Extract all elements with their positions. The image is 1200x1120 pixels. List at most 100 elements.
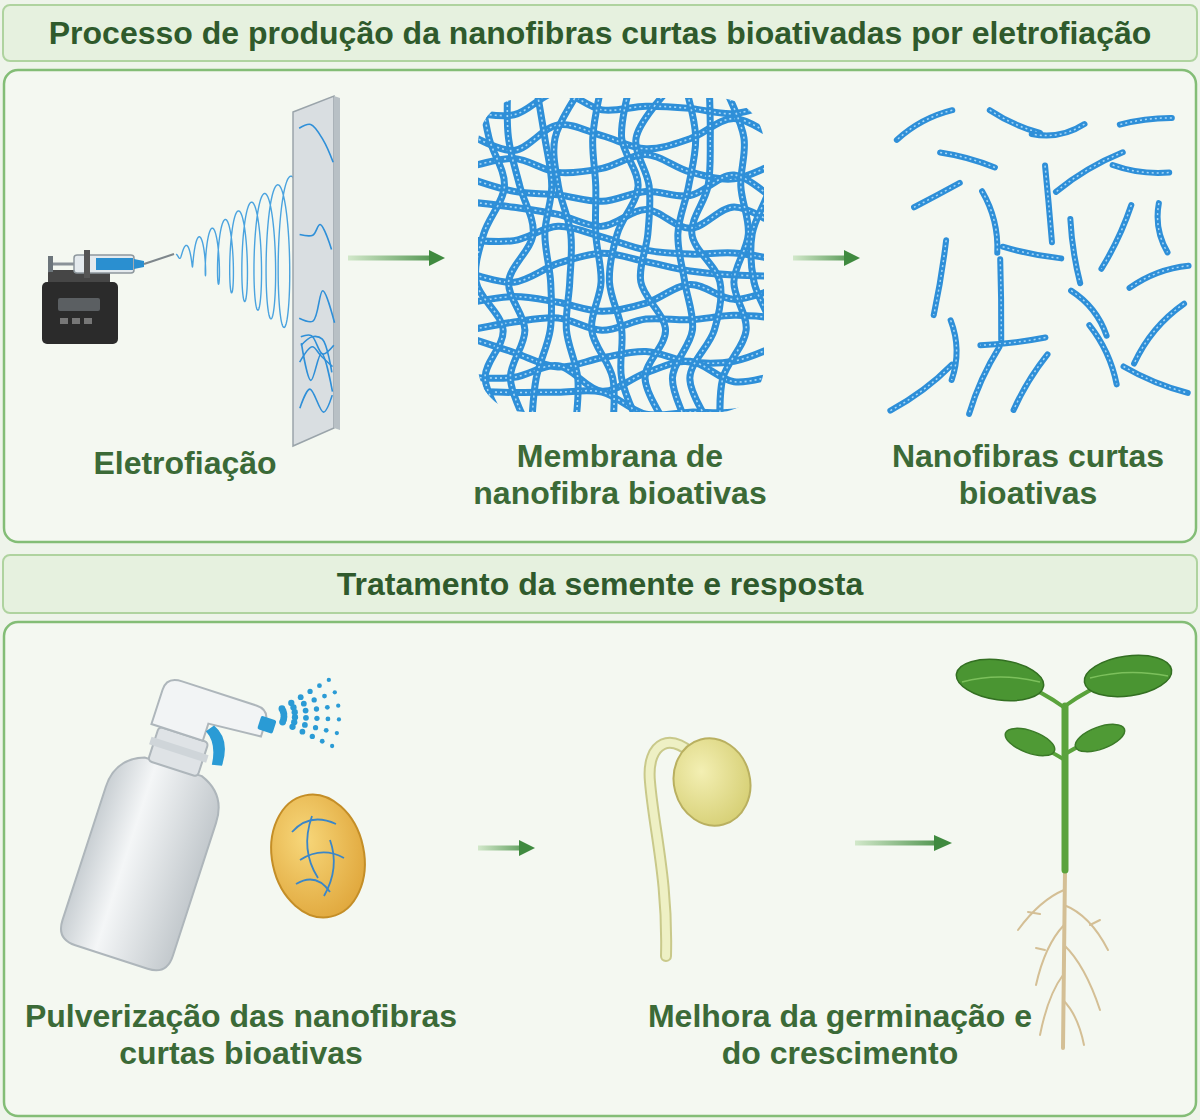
short-fiber-texture (1130, 266, 1189, 288)
short-fiber-texture (980, 338, 1045, 346)
droplet (310, 734, 315, 739)
droplet (324, 728, 329, 733)
droplet (313, 725, 318, 730)
short-fiber-texture (969, 347, 999, 414)
mesh-fiber-texture (720, 98, 748, 412)
short-fiber-texture (914, 183, 960, 207)
droplet (314, 706, 319, 711)
short-fiber (1003, 247, 1062, 259)
short-fiber (1113, 165, 1170, 173)
short-fiber-texture (934, 240, 946, 315)
droplet (322, 694, 327, 699)
droplet (279, 719, 286, 726)
seed-fiber (307, 816, 318, 878)
short-fiber-texture (1056, 152, 1123, 192)
droplet (327, 678, 331, 682)
mesh-fiber (751, 98, 764, 412)
droplet (314, 716, 319, 721)
short-fiber-texture (890, 365, 952, 411)
mesh-fiber (532, 98, 552, 412)
process-stage: Pulverização das nanofibras curtas bioat… (12, 640, 470, 1072)
root (1040, 975, 1063, 1035)
root (1036, 948, 1045, 950)
plate-fiber (300, 389, 332, 412)
flow-arrow (793, 256, 844, 261)
short-fiber-texture (1134, 304, 1184, 364)
short-fiber (940, 152, 995, 167)
droplet (337, 717, 341, 721)
process-stage: Melhora da germinação e do crescimento (545, 640, 1135, 1072)
short-fiber-texture (1070, 219, 1080, 283)
short-fiber (1000, 259, 1001, 340)
mesh-fiber-texture (478, 98, 506, 412)
short-fiber (1089, 325, 1116, 384)
short-fiber (990, 110, 1040, 133)
seed-fiber (292, 820, 336, 833)
syringe-pump (42, 250, 174, 344)
droplet (330, 744, 334, 748)
short-fiber (897, 110, 952, 140)
short-fiber (982, 191, 997, 253)
short-fiber-texture (1120, 118, 1172, 125)
plate-fiber (300, 224, 332, 249)
droplet (302, 722, 308, 728)
plate-fiber (299, 124, 333, 162)
short-fiber (1134, 304, 1184, 364)
plate-fiber (301, 335, 334, 354)
root (1028, 912, 1040, 914)
mesh-fiber-texture (554, 98, 580, 412)
stage-label: Pulverização das nanofibras curtas bioat… (16, 998, 466, 1072)
droplet (320, 739, 325, 744)
mesh-fiber (554, 98, 580, 412)
mesh-fiber-texture (507, 98, 533, 412)
growth-arrow (855, 835, 952, 851)
droplet (317, 683, 322, 688)
section-heading: Processo de produção da nanofibras curta… (49, 14, 1152, 52)
seedling-plant (954, 650, 1175, 1048)
short-fiber-texture (982, 191, 997, 253)
droplet (312, 697, 317, 702)
root (1063, 1000, 1084, 1045)
jet-coil (176, 176, 303, 327)
panel-frame (4, 622, 1196, 1116)
short-fiber-texture (1032, 124, 1085, 135)
droplet (303, 708, 309, 714)
stage-label: Membrana de nanofibra bioativas (460, 438, 780, 512)
flow-arrow (478, 846, 519, 851)
germinating-seed (650, 730, 761, 956)
droplet (326, 716, 331, 721)
header-band: Processo de produção da nanofibras curta… (2, 4, 1198, 62)
short-fiber-texture (1000, 259, 1001, 340)
seed-fiber (300, 852, 344, 860)
short-fiber (1032, 124, 1085, 135)
mesh-fiber-texture (690, 98, 721, 412)
spray-bottle (56, 669, 279, 983)
short-fiber (1070, 219, 1080, 283)
droplet (325, 705, 330, 710)
plate-fiber (300, 347, 333, 367)
coated-seed (260, 786, 376, 926)
droplet (335, 731, 339, 735)
short-fiber (1056, 152, 1123, 192)
section-heading: Tratamento da semente e resposta (337, 565, 863, 603)
mesh-fiber (690, 98, 721, 412)
mesh-fiber-texture (532, 98, 552, 412)
stage-label: Melhora da germinação e do crescimento (640, 998, 1040, 1072)
short-fiber (980, 338, 1045, 346)
droplet (307, 689, 312, 694)
short-fiber-texture (940, 152, 995, 167)
plate-fiber (299, 291, 334, 323)
electrospinning-jet (176, 176, 303, 327)
short-fiber-texture (897, 110, 952, 140)
short-fiber (1101, 205, 1131, 269)
short-fiber-texture (1003, 247, 1062, 259)
droplet (333, 690, 337, 694)
process-stage: Nanofibras curtas bioativas (870, 90, 1186, 512)
short-nanofibers (890, 110, 1188, 414)
root (1064, 945, 1100, 1010)
short-fiber-texture (951, 320, 957, 380)
droplet (336, 704, 340, 708)
droplet (301, 701, 307, 707)
short-fiber-texture (1045, 166, 1052, 243)
short-fiber (890, 365, 952, 411)
